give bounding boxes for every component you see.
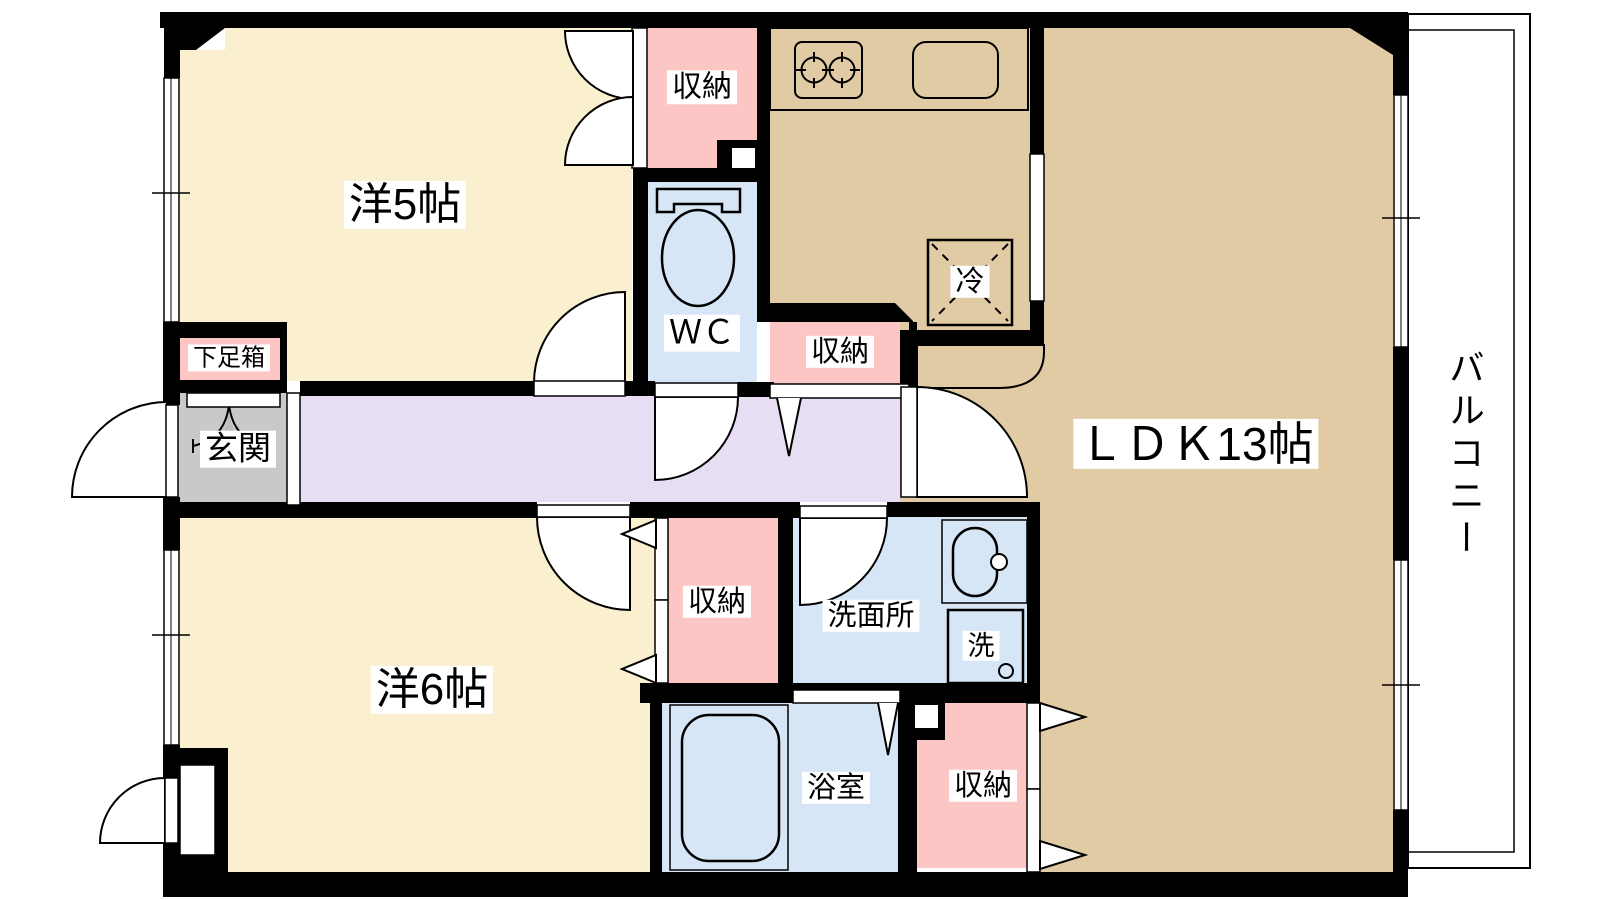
- storage-mid-fold-mark: [619, 653, 657, 685]
- wall-storage-top-right: [757, 12, 770, 322]
- storage-hall-label: 収納: [805, 335, 875, 369]
- wall-corridor-bottom: [887, 502, 1040, 517]
- wall-washroom-left: [778, 517, 793, 690]
- wall-right-seg: [1393, 12, 1408, 95]
- wall-kitchen-ldk: [900, 330, 1044, 345]
- toilet-tank-icon: [655, 187, 742, 214]
- entrance-step-band: [186, 392, 281, 408]
- wall-corridor-bottom: [163, 502, 537, 518]
- storage-bottom-door-band: [1026, 788, 1041, 873]
- entrance-door-swing: [70, 400, 168, 498]
- pipe-space-white: [915, 705, 938, 728]
- stove-burner-ticks: [796, 52, 830, 88]
- ldk-door-swing: [916, 385, 1029, 498]
- wall-corridor-top: [300, 381, 534, 396]
- wall-left-seg: [163, 322, 180, 405]
- kitchen-pass-opening: [1029, 153, 1045, 302]
- refrigerator-cross-dashes: [931, 243, 1009, 322]
- storage-mid-door-band: [654, 599, 669, 684]
- wall-wc-top: [633, 168, 770, 182]
- bathroom-label: 浴室: [801, 771, 871, 805]
- washroom-door-leaf: [799, 505, 888, 519]
- bathroom-door-mark: [877, 702, 899, 756]
- bathroom-door-band: [792, 689, 901, 704]
- toilet-bowl-icon: [660, 208, 736, 308]
- bathtub-outer: [669, 704, 789, 871]
- shoe-box-label: 下足箱: [188, 344, 270, 372]
- balcony-label: バルコニー: [1444, 343, 1485, 567]
- room5-door-swing: [532, 290, 626, 384]
- wc-door-leaf: [654, 382, 739, 398]
- ldk-door-leaf: [900, 386, 918, 498]
- trunk-interior: [179, 764, 216, 856]
- washroom-door-swing: [799, 517, 889, 607]
- trunk-door-leaf: [164, 777, 179, 844]
- wall-shoebox-side: [280, 338, 287, 380]
- wall-wc-left: [633, 168, 648, 396]
- room6-door-swing: [535, 516, 631, 612]
- wc-label: ＷＣ: [664, 314, 740, 352]
- storage-bottom-door-band: [1026, 702, 1041, 790]
- wall-corridor-top: [738, 382, 774, 397]
- wall-room5-bottom: [163, 322, 287, 338]
- washing-machine-drain-icon: [998, 663, 1014, 679]
- wall-niche-white: [732, 148, 755, 168]
- wall-corridor-bottom: [630, 502, 800, 518]
- corridor-floor: [300, 396, 901, 502]
- entrance-step-mark: [214, 407, 244, 444]
- wall-kitchen-right: [1030, 12, 1044, 154]
- wall-kitchen-bottom: [757, 303, 913, 322]
- wc-floor: [648, 182, 757, 396]
- refrigerator-label: 冷: [950, 265, 990, 299]
- trunk-door-swing: [98, 776, 166, 844]
- ldk-label: ＬＤＫ13帖: [1073, 418, 1319, 470]
- storage-mid-label: 収納: [682, 585, 752, 619]
- washroom-label: 洗面所: [822, 599, 920, 633]
- stove-burner-ticks: [826, 52, 860, 88]
- washer-label: 洗: [962, 630, 1000, 662]
- kitchen-sink-icon: [912, 41, 999, 99]
- room6-label: 洋6帖: [370, 665, 494, 715]
- wall-right-seg: [1393, 810, 1408, 897]
- walls: [160, 12, 1408, 897]
- entrance-label: 玄関: [200, 430, 276, 468]
- windows: [152, 77, 1420, 811]
- wc-door-swing: [654, 396, 740, 482]
- doors: [70, 27, 1089, 873]
- storage-hall-door-mark: [776, 397, 802, 457]
- storage-bottom-fold-mark: [1039, 701, 1089, 733]
- wall-kitchen-ldk-col: [900, 345, 917, 388]
- stove-icon: [794, 41, 863, 99]
- storage-bottom-fold-mark: [1039, 839, 1089, 871]
- room5-door-leaf: [533, 380, 626, 397]
- washbasin-faucet-icon: [990, 553, 1008, 571]
- closet-double-door-swing: [563, 95, 634, 166]
- entrance-frame: [286, 392, 301, 506]
- bathtub-icon: [680, 713, 781, 863]
- wall-rounded-end: [916, 344, 1045, 389]
- entrance-door-leaf: [165, 404, 179, 498]
- wall-bathroom-right: [898, 703, 917, 872]
- wall-top: [160, 12, 1408, 28]
- wall-right-seg: [1393, 347, 1408, 560]
- wall-under-shoebox: [178, 380, 287, 393]
- storage-top-label: 収納: [667, 70, 737, 104]
- storage-bottom-label: 収納: [948, 769, 1018, 803]
- room6-door-leaf: [536, 504, 631, 518]
- wall-bottom: [163, 872, 1408, 897]
- wall-corner-topleft2: [164, 28, 180, 78]
- closet-door-frame: [631, 27, 648, 169]
- wall-bathroom-left: [650, 703, 662, 872]
- refrigerator-box: [926, 238, 1014, 327]
- room5-label: 洋5帖: [343, 180, 467, 230]
- wall-ldk-left: [1027, 510, 1040, 703]
- storage-hall-door-band: [769, 383, 910, 399]
- storage-mid-fold-mark: [619, 518, 657, 550]
